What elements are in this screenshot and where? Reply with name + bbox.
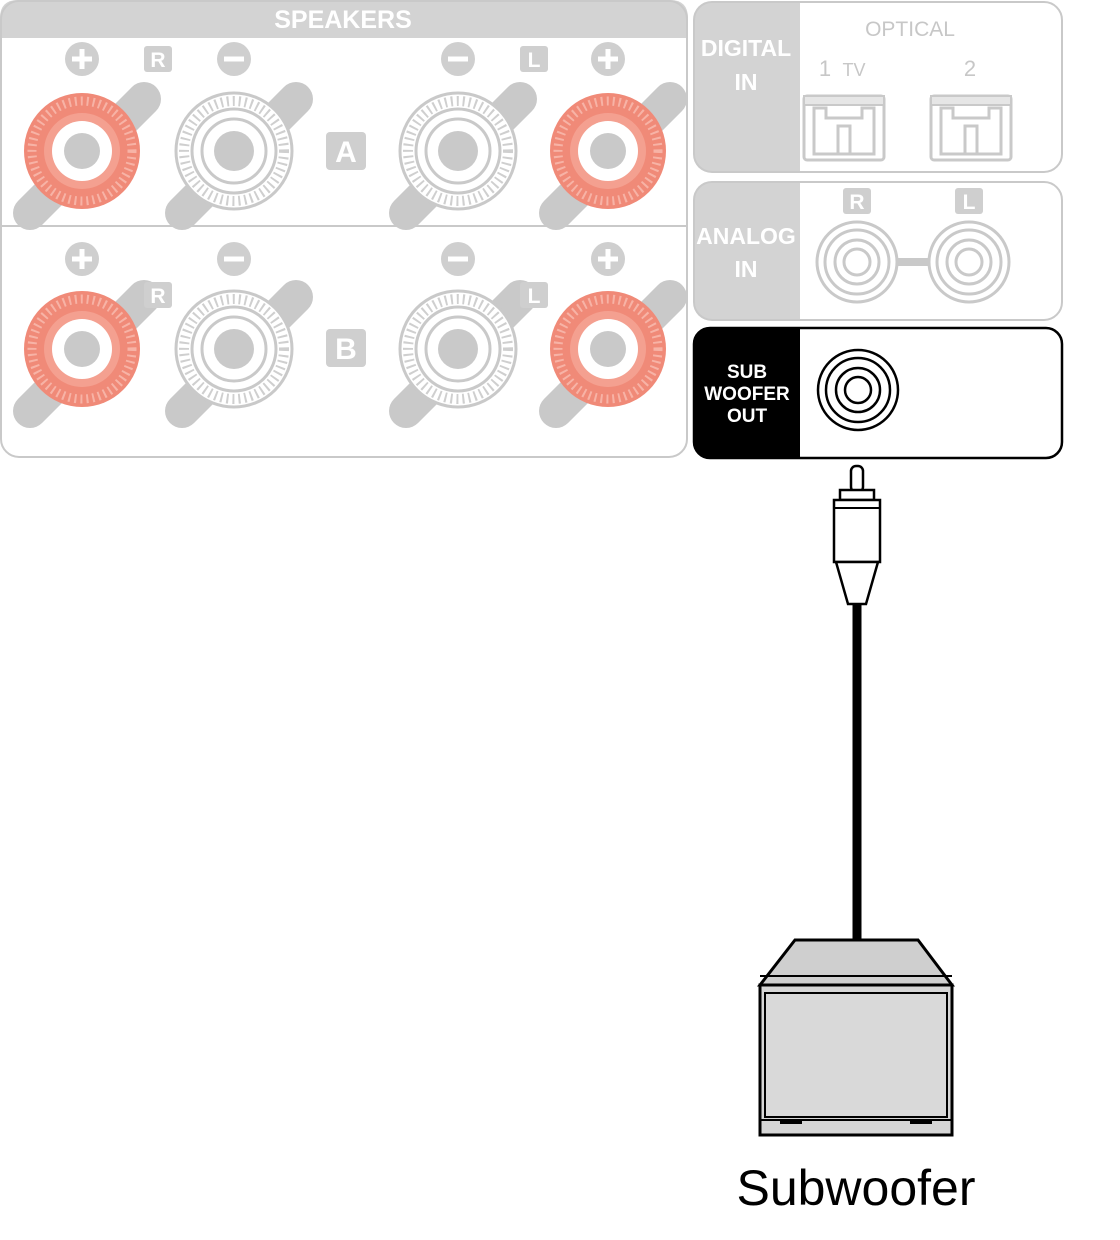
- svg-text:L: L: [528, 285, 541, 308]
- optical-label: OPTICAL: [865, 18, 955, 41]
- speaker-a-label: A: [326, 132, 366, 170]
- speaker-b-left-badge: L: [520, 282, 548, 308]
- analog-left-jack: [927, 220, 1011, 304]
- minus-icon: [217, 242, 251, 276]
- optical-port1-label: 1: [819, 56, 831, 81]
- analog-in-title-line2: IN: [735, 256, 758, 282]
- plus-icon: [65, 42, 99, 76]
- subwoofer-out-title-line1: SUB: [727, 362, 767, 383]
- subwoofer-caption: Subwoofer: [736, 1160, 975, 1216]
- speaker-a-right-badge: R: [144, 46, 172, 72]
- subwoofer-out-title-line3: OUT: [727, 406, 768, 427]
- subwoofer-out-title-line2: WOOFER: [704, 384, 790, 405]
- svg-text:A: A: [335, 136, 357, 169]
- subwoofer-out-title-block: [694, 328, 800, 458]
- speaker-b-left-plus-terminal: [550, 291, 670, 411]
- speakers-title: SPEAKERS: [274, 6, 412, 34]
- subwoofer-top: [756, 938, 956, 987]
- analog-in-panel: ANALOG IN R L: [693, 181, 1063, 321]
- svg-text:R: R: [849, 191, 864, 214]
- speaker-a-left-minus-terminal: [400, 93, 520, 213]
- speaker-a-right-minus-terminal: [176, 93, 296, 213]
- rca-plug-body: [832, 498, 882, 564]
- speaker-b-right-plus-terminal: [24, 291, 144, 411]
- plus-icon: [65, 242, 99, 276]
- speakers-panel-frame: [0, 0, 688, 458]
- minus-icon: [217, 42, 251, 76]
- plus-icon: [591, 242, 625, 276]
- digital-in-frame: [693, 1, 1063, 173]
- subwoofer-unit: [756, 938, 956, 1137]
- analog-in-frame: [693, 181, 1063, 321]
- analog-in-title-block: [694, 182, 800, 320]
- analog-in-title-line1: ANALOG: [696, 223, 796, 249]
- rca-plug-collar: [838, 488, 876, 502]
- subwoofer-out-panel: SUB WOOFER OUT: [692, 326, 1064, 460]
- svg-text:B: B: [335, 333, 357, 366]
- minus-icon: [441, 42, 475, 76]
- rca-plug-boot: [834, 560, 880, 606]
- optical-port-1: [802, 94, 886, 162]
- analog-left-badge: L: [955, 188, 983, 214]
- speaker-b-right-minus-terminal: [176, 291, 296, 411]
- speakers-panel: SPEAKERS R L A: [0, 0, 688, 458]
- digital-in-panel: DIGITAL IN OPTICAL 1 TV 2: [693, 1, 1063, 173]
- minus-icon: [441, 242, 475, 276]
- digital-in-title-block: [694, 2, 800, 172]
- analog-right-badge: R: [843, 188, 871, 214]
- optical-port2-label: 2: [964, 56, 976, 81]
- optical-port-2: [929, 94, 1013, 162]
- digital-in-title-line1: DIGITAL: [701, 35, 791, 61]
- speaker-b-label: B: [326, 329, 366, 367]
- speaker-b-left-minus-terminal: [400, 291, 520, 411]
- speaker-a-left-plus-terminal: [550, 93, 670, 213]
- speaker-a-left-badge: L: [520, 46, 548, 72]
- svg-text:L: L: [528, 49, 541, 72]
- optical-port1-sublabel: TV: [842, 60, 865, 80]
- rca-cable: [832, 464, 882, 942]
- plus-icon: [591, 42, 625, 76]
- speaker-a-right-plus-terminal: [24, 93, 144, 213]
- rca-plug-pin: [849, 464, 865, 494]
- svg-text:L: L: [963, 191, 976, 214]
- speakers-header-bar: [0, 0, 688, 38]
- svg-text:R: R: [150, 285, 165, 308]
- digital-in-title-line2: IN: [735, 69, 758, 95]
- subwoofer-out-jack: [816, 348, 900, 432]
- analog-right-jack: [815, 220, 899, 304]
- speaker-b-right-badge: R: [144, 282, 172, 308]
- subwoofer-front-grille: [764, 992, 948, 1118]
- svg-text:R: R: [150, 49, 165, 72]
